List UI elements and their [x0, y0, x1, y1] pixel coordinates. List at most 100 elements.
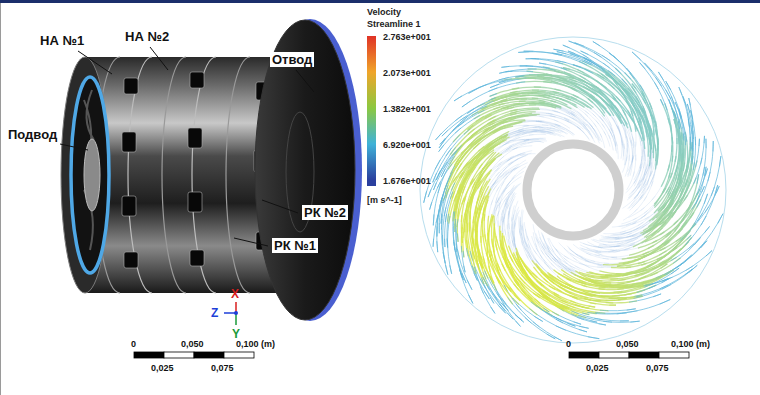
- streamline: [634, 180, 646, 199]
- streamline: [679, 112, 681, 119]
- streamline: [496, 276, 513, 304]
- streamline: [454, 85, 487, 101]
- streamline: [457, 233, 459, 242]
- streamline: [514, 295, 520, 301]
- streamline: [490, 93, 497, 96]
- streamline: [628, 191, 640, 209]
- color-bar-swatch: [367, 180, 376, 186]
- streamline: [424, 191, 427, 203]
- streamline: [575, 43, 610, 61]
- streamline: [623, 209, 638, 221]
- streamline: [444, 239, 445, 248]
- streamline: [600, 309, 636, 311]
- streamline: [674, 112, 676, 119]
- streamline: [603, 321, 639, 322]
- scale-value: 0,025: [151, 364, 174, 373]
- streamline: [570, 54, 579, 57]
- top-bar: [0, 0, 760, 3]
- streamline: [666, 90, 682, 129]
- legend-value: 2.763e+001: [383, 33, 431, 42]
- streamline: [467, 248, 478, 280]
- streamline: [445, 161, 460, 195]
- streamline: [533, 224, 539, 243]
- streamline: [536, 121, 561, 126]
- streamline: [617, 126, 624, 149]
- axis-label: Z: [211, 307, 218, 319]
- streamline: [481, 278, 493, 304]
- streamline: [629, 294, 661, 302]
- scale-value: 0: [566, 340, 571, 349]
- streamline: [469, 295, 473, 303]
- streamline: [632, 52, 641, 60]
- streamline: [665, 237, 692, 263]
- streamline: [490, 297, 494, 303]
- streamline: [436, 133, 442, 140]
- streamline: [705, 226, 710, 232]
- streamline: [503, 205, 509, 225]
- streamline: [494, 167, 507, 185]
- streamline: [528, 141, 547, 143]
- scale-bar: [569, 352, 689, 358]
- streamline: [688, 119, 689, 127]
- streamline: [497, 268, 511, 291]
- streamline: [521, 225, 527, 247]
- legend-value: 6.920e+001: [383, 141, 431, 150]
- streamline: [620, 320, 629, 321]
- streamline: [559, 306, 567, 309]
- outlet-disk: [255, 19, 362, 321]
- streamline: [504, 175, 515, 192]
- streamline: [433, 162, 447, 190]
- streamline: [539, 237, 552, 255]
- part-label: Отвод: [270, 52, 314, 67]
- streamline: [433, 148, 452, 182]
- streamline: [430, 181, 441, 209]
- streamline: [501, 303, 509, 311]
- streamline: [515, 153, 532, 161]
- streamline: [557, 61, 593, 74]
- streamline: [628, 208, 644, 218]
- streamline: [689, 98, 691, 106]
- streamline: [462, 101, 471, 107]
- streamline: [515, 75, 552, 77]
- streamline: [567, 121, 585, 133]
- streamline: [443, 235, 448, 275]
- streamline: [703, 139, 706, 176]
- streamline: [699, 214, 723, 250]
- streamline: [636, 296, 642, 297]
- streamline: [679, 87, 689, 120]
- streamline: [627, 171, 635, 189]
- streamline: [610, 126, 616, 146]
- streamline: [503, 158, 519, 171]
- streamline: [696, 167, 706, 204]
- legend-title: Velocity: [367, 8, 401, 17]
- streamline: [685, 237, 691, 244]
- streamline: [589, 123, 599, 140]
- streamline: [462, 232, 464, 258]
- streamline: [441, 185, 448, 223]
- streamline: [507, 286, 511, 292]
- streamline: [511, 160, 526, 172]
- streamline: [614, 238, 635, 242]
- streamline: [571, 314, 597, 322]
- streamline: [467, 280, 472, 290]
- streamline: [718, 214, 723, 224]
- streamline: [569, 41, 602, 57]
- streamline: [581, 257, 604, 265]
- streamline: [686, 251, 712, 271]
- streamline: [579, 329, 587, 331]
- streamline: [481, 287, 495, 313]
- scale-value: 0,075: [211, 364, 234, 373]
- streamline: [503, 303, 521, 327]
- streamline: [506, 171, 523, 186]
- streamline: [441, 213, 443, 223]
- streamline: [570, 253, 591, 262]
- streamline: [462, 88, 498, 107]
- streamline: [715, 185, 718, 196]
- streamline: [488, 82, 525, 92]
- streamline: [634, 196, 646, 212]
- streamline: [428, 189, 431, 197]
- streamline: [446, 238, 448, 247]
- streamline: [653, 294, 661, 297]
- streamline: [700, 136, 704, 165]
- streamline: [436, 115, 463, 139]
